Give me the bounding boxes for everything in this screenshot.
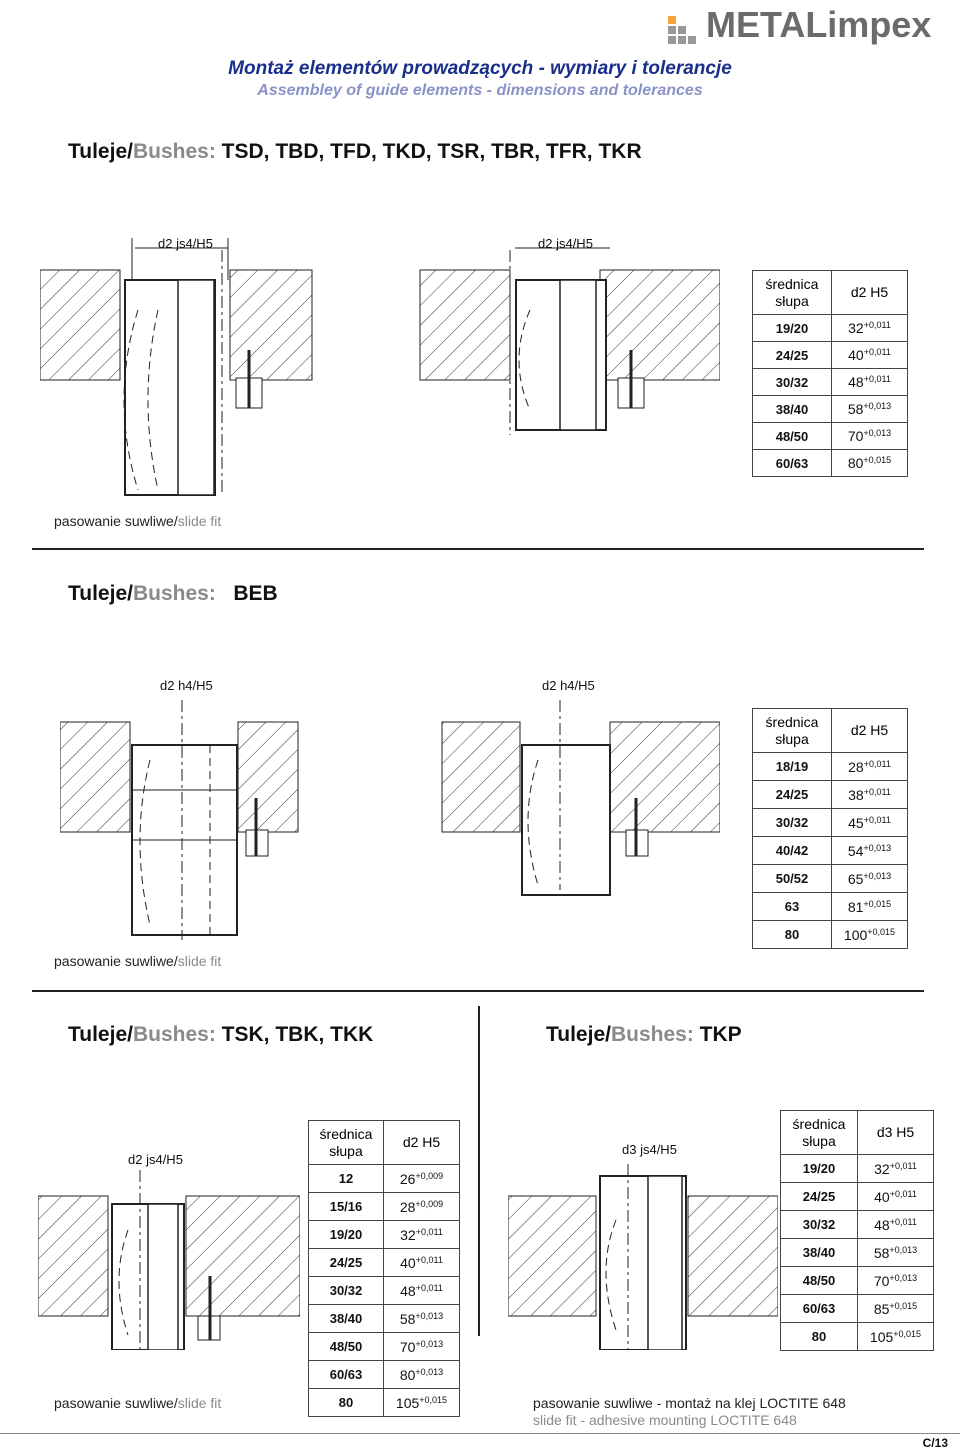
- page-title: Montaż elementów prowadzących - wymiary …: [228, 58, 732, 79]
- divider: [32, 990, 924, 992]
- page-subtitle: Assembley of guide elements - dimensions…: [257, 82, 703, 99]
- section2-title: Tuleje/Bushes: BEB: [68, 582, 278, 605]
- divider: [32, 548, 924, 550]
- brand-name: METALimpex: [706, 4, 932, 45]
- section3-dim: d2 js4/H5: [128, 1152, 183, 1167]
- col-header-tolerance: d2 H5: [831, 708, 908, 753]
- col-header-diameter: średnica słupa: [752, 708, 832, 753]
- footer-divider: [0, 1433, 960, 1434]
- beb-drawing-left: [60, 700, 299, 940]
- section3-title: Tuleje/Bushes: TSK, TBK, TKK: [68, 1023, 374, 1046]
- section2-fit-note: pasowanie suwliwe/slide fit: [54, 953, 222, 969]
- beb-drawing-right: [441, 700, 720, 896]
- vertical-divider: [478, 1006, 480, 1336]
- section1-title: Tuleje/Bushes: TSD, TBD, TFD, TKD, TSR, …: [68, 140, 642, 163]
- section3-drawing: [38, 1170, 300, 1350]
- section4-drawing: [508, 1164, 778, 1350]
- section4-fit-note-en: slide fit - adhesive mounting LOCTITE 64…: [533, 1412, 797, 1428]
- col-header-tolerance: d2 H5: [383, 1120, 460, 1165]
- section4-title: Tuleje/Bushes: TKP: [546, 1023, 742, 1046]
- section1-drawing: [40, 238, 720, 496]
- section2-dim-right: d2 h4/H5: [542, 678, 595, 693]
- section1-dim-left: d2 js4/H5: [158, 236, 213, 251]
- section1-fit-note: pasowanie suwliwe/slide fit: [54, 513, 222, 529]
- col-header-tolerance: d2 H5: [831, 270, 908, 315]
- section4-dim: d3 js4/H5: [622, 1142, 677, 1157]
- bush-drawing-right: [419, 247, 720, 435]
- col-header-diameter: średnica słupa: [752, 270, 832, 315]
- company-logo: [668, 16, 696, 44]
- section1-dim-right: d2 js4/H5: [538, 236, 593, 251]
- col-header-tolerance: d3 H5: [857, 1110, 934, 1155]
- bush-drawing-left: [40, 238, 313, 496]
- section3-fit-note: pasowanie suwliwe/slide fit: [54, 1395, 222, 1411]
- col-header-diameter: średnica słupa: [780, 1110, 858, 1155]
- section2-dim-left: d2 h4/H5: [160, 678, 213, 693]
- page-number: C/13: [922, 1436, 948, 1450]
- section2-drawing: [60, 700, 720, 940]
- section4-fit-note-pl: pasowanie suwliwe - montaż na klej LOCTI…: [533, 1395, 846, 1411]
- col-header-diameter: średnica słupa: [308, 1120, 384, 1165]
